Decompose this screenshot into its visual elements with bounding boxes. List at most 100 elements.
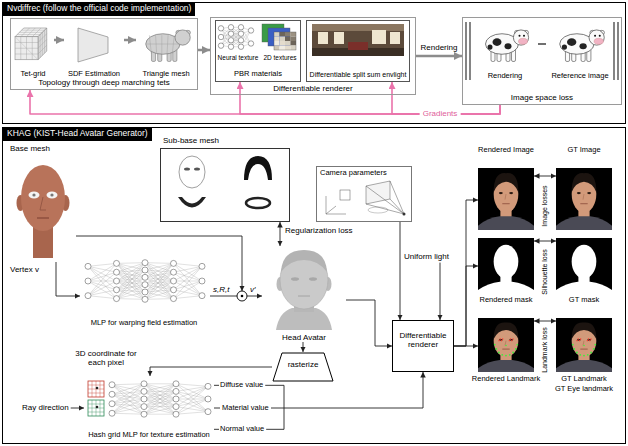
sdf-estimator-icon [78,28,108,62]
texture-mlp-icon [176,384,208,412]
warping-mlp-icon [145,281,174,292]
sub-base-meshes [194,167,200,170]
mask-thumb: Rendered mask [478,238,534,308]
flow-arrow [346,300,392,346]
landmark-thumbnail [498,352,500,354]
landmark-thumbnail [502,338,503,339]
landmark-thumbnail [594,344,596,346]
edge-label: Image losses [541,185,549,226]
texture-mlp-icon [112,384,144,394]
texture-maps-icon [274,37,280,42]
landmark-thumbnail [572,344,574,346]
texture-mlp-icon [112,407,144,414]
texture-mlp-icon [141,381,147,387]
landmark-thumbnail [509,339,513,341]
input-label: 3D coordinate for each pixel [68,349,144,367]
cow-render [493,38,502,46]
neural-texture-icon [231,27,241,47]
head-avatar-figure [281,250,327,272]
neural-texture-icon [248,41,253,46]
warping-mlp-icon [174,281,203,296]
texture-maps-icon [291,46,297,51]
texture-mlp-icon [144,407,176,415]
node-text: Reference image [548,72,612,81]
warping-mlp-icon [171,269,177,275]
base-mesh-node: Base mesh [8,144,76,262]
warping-mlp-icon [145,263,174,299]
hash-grid-icon [88,381,104,416]
landmark-thumbnail [590,352,592,354]
node-text: Differentiable renderer [211,84,415,93]
loss-brackets [613,22,614,80]
texture-mlp-icon [112,384,144,413]
texture-mlp-icon [144,391,176,414]
renderer-box: Differentiable renderer Neural texture2D … [210,17,416,95]
warping-mlp-icon [88,272,117,295]
warping-mlp-icon [117,290,146,300]
output-label: Material value [220,404,271,413]
hash-grid-icon [100,381,101,397]
camera-geometry [326,181,406,216]
node-text: Neural texture [217,54,259,61]
landmark-thumbnail [583,345,585,347]
head-avatar-figure [291,277,299,281]
cow-render [486,30,529,62]
landmark-thumbnail [515,348,517,350]
warping-mlp-icon [117,281,146,299]
warping-mlp-icon [199,278,205,284]
texture-maps-icon [285,32,291,37]
warping-mlp-icon [174,263,203,295]
image-thumbnail [505,194,506,200]
landmark-thumbnail [583,355,585,357]
mask-thumbnail [478,238,534,294]
edge-label: Rendering [421,43,458,52]
edge-label: Silhouette loss [541,249,549,295]
texture-mlp-icon [144,384,176,407]
texture-mlp-icon [176,399,208,412]
node-text: 2D textures [259,54,301,61]
neural-texture-icon [218,43,223,48]
camera-box: Camera parameters [316,166,412,222]
landmark-thumbnail [494,344,496,346]
tet-grid-icon [19,32,42,33]
camera-geometry [368,207,388,213]
panel: KHAG (KIST-Head Avatar Generator)Base me… [2,127,626,444]
image-thumbnail [580,203,587,204]
texture-maps-icon [262,24,296,50]
camera-geometry [390,181,404,214]
texture-maps-icon [268,28,290,46]
cow-mesh [175,30,190,45]
signal-wire [214,429,219,430]
input-label: Ray direction [22,403,69,412]
cow-render [589,30,604,45]
edge-label: Landmark loss [541,327,549,373]
cow-mesh [161,35,162,54]
landmark-thumbnail [556,318,612,372]
render-node: Rendering [474,21,536,81]
warping-mlp-icon [145,272,174,277]
warping-mlp-icon [88,266,117,289]
warping-mlp-icon [117,263,146,292]
texture-maps-icon [291,41,297,46]
landmark-thumbnail [505,355,507,357]
tet-grid-icon [15,53,38,54]
trapezoid-outline [273,353,333,381]
texture-mlp-icon [173,404,179,410]
warping-mlp-icon [145,272,174,292]
image-thumbnail [509,192,513,194]
sub-base-meshes [178,197,206,208]
sub-base-meshes [246,198,270,208]
landmark-thumbnail [499,339,503,341]
group-box: Topology through deep marching tetsTet-g… [10,18,198,90]
flow-arrow [56,262,80,296]
base-mesh-face [17,165,70,258]
landmark-thumbnail [501,340,502,341]
node-text: Camera parameters [320,169,387,178]
sdf-estimator-icon [78,28,108,62]
warping-mlp-icon [199,293,205,299]
flow-arrow [198,49,210,52]
texture-mlp-icon [144,407,176,415]
texture-mlp-icon [141,411,147,417]
texture-maps-icon [274,32,296,50]
